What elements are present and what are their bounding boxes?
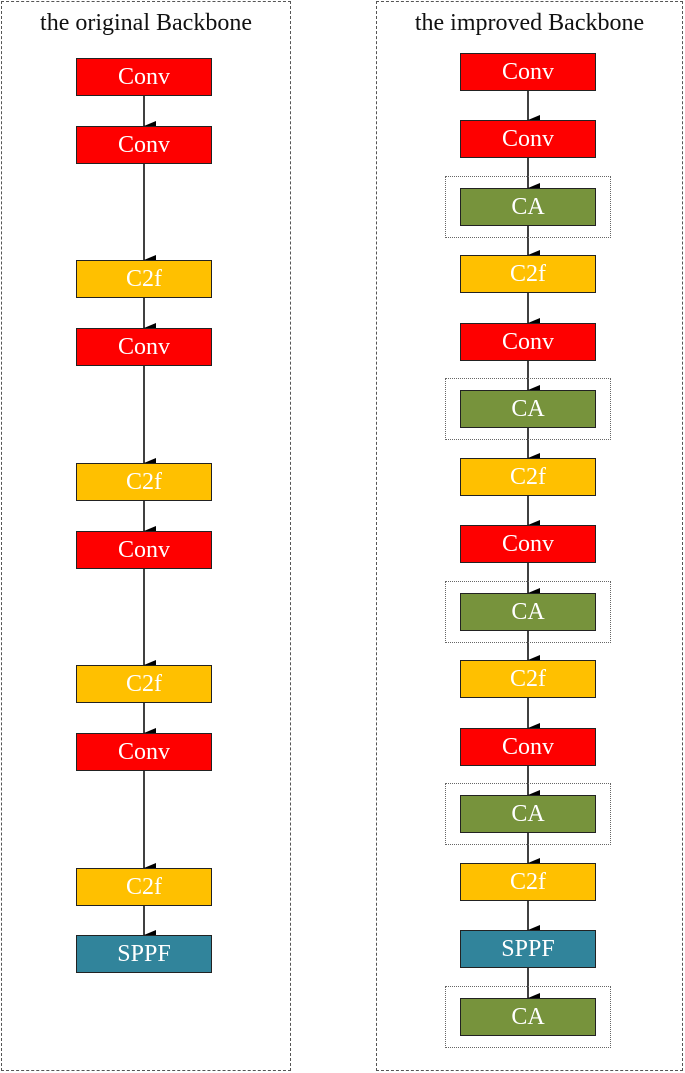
improved-backbone-title: the improved Backbone	[414, 10, 645, 36]
right-block-ca: CA	[460, 593, 596, 631]
right-block-sppf: SPPF	[460, 930, 596, 968]
left-block-conv: Conv	[76, 126, 212, 164]
right-block-ca: CA	[460, 390, 596, 428]
right-block-conv: Conv	[460, 525, 596, 563]
right-block-conv: Conv	[460, 323, 596, 361]
right-block-c2f: C2f	[460, 458, 596, 496]
right-block-ca: CA	[460, 188, 596, 226]
right-block-c2f: C2f	[460, 863, 596, 901]
left-block-c2f: C2f	[76, 260, 212, 298]
right-ca-frame	[445, 378, 611, 440]
improved-backbone-panel: the improved Backbone	[376, 1, 683, 1071]
right-block-conv: Conv	[460, 728, 596, 766]
right-block-c2f: C2f	[460, 660, 596, 698]
right-block-conv: Conv	[460, 53, 596, 91]
right-block-ca: CA	[460, 795, 596, 833]
left-block-conv: Conv	[76, 531, 212, 569]
original-backbone-panel: the original Backbone	[1, 1, 291, 1071]
right-ca-frame	[445, 986, 611, 1048]
left-block-c2f: C2f	[76, 665, 212, 703]
left-block-conv: Conv	[76, 733, 212, 771]
right-block-c2f: C2f	[460, 255, 596, 293]
right-ca-frame	[445, 176, 611, 238]
left-block-conv: Conv	[76, 58, 212, 96]
left-block-conv: Conv	[76, 328, 212, 366]
right-ca-frame	[445, 783, 611, 845]
right-block-ca: CA	[460, 998, 596, 1036]
right-block-conv: Conv	[460, 120, 596, 158]
left-block-c2f: C2f	[76, 868, 212, 906]
right-ca-frame	[445, 581, 611, 643]
original-backbone-title: the original Backbone	[40, 10, 252, 36]
left-block-c2f: C2f	[76, 463, 212, 501]
left-block-sppf: SPPF	[76, 935, 212, 973]
